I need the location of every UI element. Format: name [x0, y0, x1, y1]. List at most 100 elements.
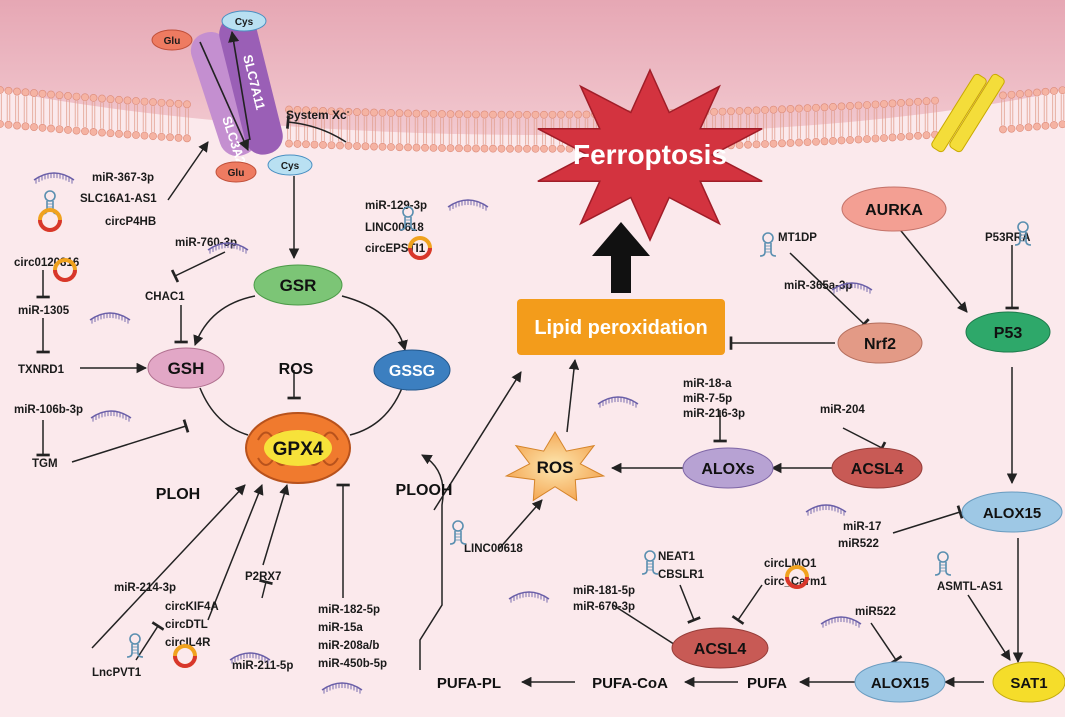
system-xc-superscript: - [347, 107, 350, 116]
pufa-coa-label: PUFA-CoA [592, 675, 668, 692]
ros-top-label: ROS [279, 361, 314, 378]
mirna-icon [207, 242, 249, 254]
mirna-icon [831, 282, 873, 294]
mir367-label: miR-367-3p [92, 172, 154, 184]
sat1-label: SAT1 [1010, 675, 1047, 692]
mir211-label: miR-211-5p [232, 660, 293, 672]
mir216-label: miR-216-3p [683, 408, 745, 420]
acsl4-bottom-node [671, 627, 769, 669]
mir7-label: miR-7-5p [683, 393, 732, 405]
lncrna-icon [399, 206, 417, 231]
gssg-label: GSSG [389, 363, 435, 380]
mir450-label: miR-450b-5p [318, 658, 387, 670]
lncrna-icon [449, 520, 467, 545]
circkif4a-label: circKIF4A [165, 601, 219, 613]
txnrd1-label: TXNRD1 [18, 364, 65, 376]
system-xc-text: System Xc [286, 108, 347, 122]
lncrna-icon [1014, 221, 1032, 246]
circepsti1-label: circEPSTI1 [365, 243, 426, 255]
system-xc-label: System Xc- [286, 107, 350, 122]
mir365a-label: miR-365a-3p [784, 280, 852, 292]
mirna-icon [508, 591, 550, 603]
circil4r-label: circIL4R [165, 637, 211, 649]
circcarm1-label: circ_Carm1 [764, 576, 827, 588]
mir18a-label: miR-18-a [683, 378, 732, 390]
gsr-node [253, 264, 343, 306]
acsl4-right-node [831, 447, 923, 489]
pathway-edges [36, 115, 1024, 688]
mir15a-label: miR-15a [318, 622, 363, 634]
circrna-icon [408, 236, 432, 260]
alox15-bottom-label: ALOX15 [871, 675, 929, 692]
mirna-icon [33, 172, 75, 184]
cys-in-bubble [267, 154, 313, 176]
p2rx7-label: P2RX7 [245, 571, 281, 583]
mirna-icon [597, 396, 639, 408]
rna-glyphs [33, 172, 1032, 694]
glu-in-bubble [215, 161, 257, 183]
mir17-label: miR-17 [843, 521, 881, 533]
mt1dp-label: MT1DP [778, 232, 817, 244]
p53-node [965, 311, 1051, 353]
mirna-icon [321, 682, 363, 694]
acsl4-bottom-label: ACSL4 [694, 641, 747, 658]
lncrna-icon [934, 551, 952, 576]
circp4hb-label: circP4HB [105, 216, 156, 228]
acsl4-right-label: ACSL4 [851, 461, 904, 478]
regulator-labels: miR-367-3p SLC16A1-AS1 circP4HB miR-760-… [14, 172, 1030, 679]
glu-in-label: Glu [228, 168, 245, 179]
gssg-node [373, 349, 451, 391]
cell-membrane [0, 86, 1065, 153]
mirna-icon [820, 616, 862, 628]
pufa-pl-label: PUFA-PL [437, 675, 501, 692]
aurka-label: AURKA [865, 202, 923, 219]
p53rra-label: P53RRA [985, 232, 1030, 244]
mir208-label: miR-208a/b [318, 640, 379, 652]
lipid-peroxidation-label: Lipid peroxidation [534, 317, 707, 339]
lncrna-icon [759, 232, 777, 257]
nrf2-node [837, 322, 923, 364]
mir760-label: miR-760-3p [175, 237, 237, 249]
mirna-icon [90, 410, 132, 422]
mirna-icon [805, 504, 847, 516]
ros-burst [504, 431, 606, 502]
plooh-label: PLOOH [396, 482, 453, 499]
mir522-right-label: miR522 [838, 538, 879, 550]
pufa-label: PUFA [747, 675, 787, 692]
circrna-icon [53, 258, 77, 282]
node-shapes [147, 186, 1065, 703]
circrna-icon [785, 565, 809, 589]
slc3a2-protein [190, 31, 258, 157]
lncrna-icon [126, 633, 144, 658]
glu-out-bubble [151, 29, 193, 51]
asmtl-label: ASMTL-AS1 [937, 581, 1003, 593]
cys-in-label: Cys [281, 161, 300, 172]
lncpvt1-label: LncPVT1 [92, 667, 142, 679]
aurka-node [841, 186, 947, 232]
mir181-label: miR-181-5p [573, 585, 635, 597]
linc00618-top-label: LINC00618 [365, 222, 424, 234]
system-xc-transporter: SLC3A2 SLC7A11 [190, 15, 283, 166]
cbslr1-label: CBSLR1 [658, 569, 705, 581]
mir1305-label: miR-1305 [18, 305, 70, 317]
mir214-label: miR-214-3p [114, 582, 176, 594]
mir670-label: miR-670-3p [573, 601, 635, 613]
mir129-label: miR-129-3p [365, 200, 427, 212]
mir204-label: miR-204 [820, 404, 865, 416]
chac1-label: CHAC1 [145, 291, 185, 303]
alox15-right-label: ALOX15 [983, 505, 1041, 522]
gsh-node [147, 347, 225, 389]
circlmo1-label: circLMO1 [764, 558, 817, 570]
circrna-icon [38, 208, 62, 232]
circdtl-label: circDTL [165, 619, 208, 631]
sat1-node [992, 661, 1065, 703]
tgm-label: TGM [32, 458, 58, 470]
mirna-icon [229, 652, 271, 664]
alox15-bottom-node [854, 661, 946, 703]
mir182-label: miR-182-5p [318, 604, 380, 616]
gsh-label: GSH [168, 359, 205, 378]
p53-label: P53 [994, 325, 1023, 342]
mirna-icon [447, 199, 489, 211]
